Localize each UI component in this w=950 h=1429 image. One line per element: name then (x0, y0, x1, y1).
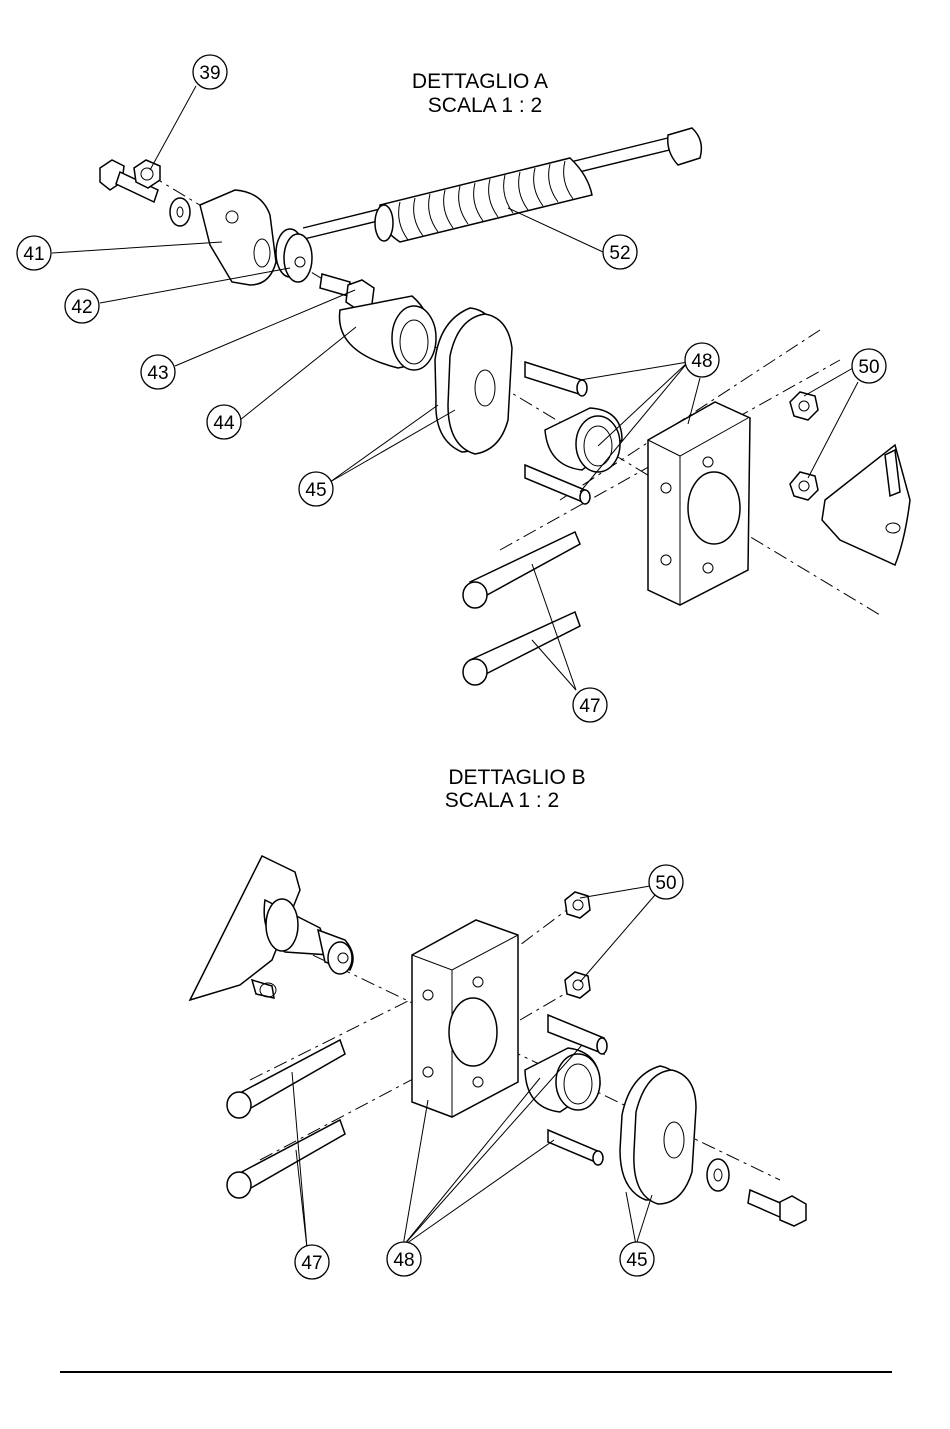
bushing-44 (339, 296, 436, 370)
nuts-50 (790, 392, 818, 500)
callout-a-42: 42 (71, 297, 92, 318)
callout-a-52: 52 (609, 243, 630, 264)
spring-assembly (300, 128, 701, 242)
callout-a-41: 41 (23, 244, 44, 265)
detail-b-title: DETTAGLIO B (448, 766, 585, 789)
callout-a-45: 45 (305, 480, 326, 501)
screws-b-47 (227, 1040, 345, 1198)
callout-b-48: 48 (393, 1250, 414, 1271)
callout-b-47: 47 (301, 1253, 322, 1274)
callout-a-50: 50 (858, 357, 879, 378)
eye-42 (276, 229, 312, 282)
callout-a-44: 44 (213, 413, 235, 434)
detail-a-title: DETTAGLIO A (412, 70, 548, 93)
washer (170, 198, 190, 226)
nuts-b-50 (565, 892, 590, 998)
callout-b-50: 50 (655, 873, 676, 894)
detail-b-centerline-bolt1 (250, 990, 430, 1080)
callout-b-45: 45 (626, 1250, 647, 1271)
detail-a-scale: SCALA 1 : 2 (428, 94, 542, 117)
block-48 (648, 402, 750, 605)
bolt-39 (100, 160, 160, 202)
callout-a-43: 43 (147, 363, 168, 384)
screws-47 (463, 532, 580, 685)
frame-plate (822, 445, 910, 565)
block-b-48 (412, 920, 518, 1117)
sleeve-48 (545, 408, 622, 472)
callout-a-39: 39 (199, 63, 220, 84)
callout-a-48: 48 (691, 351, 712, 372)
detail-b-scale: SCALA 1 : 2 (445, 789, 559, 812)
frame-plate-b (190, 856, 353, 1000)
pins-sleeve-b-48 (525, 1015, 607, 1165)
detail-b: DETTAGLIO B SCALA 1 : 2 (190, 766, 806, 1279)
cam-plates-45 (435, 308, 512, 454)
detail-a: DETTAGLIO A SCALA 1 : 2 (17, 55, 910, 722)
callout-a-47: 47 (579, 696, 600, 717)
cam-plates-b-45 (620, 1066, 696, 1204)
bracket-41 (200, 190, 276, 285)
